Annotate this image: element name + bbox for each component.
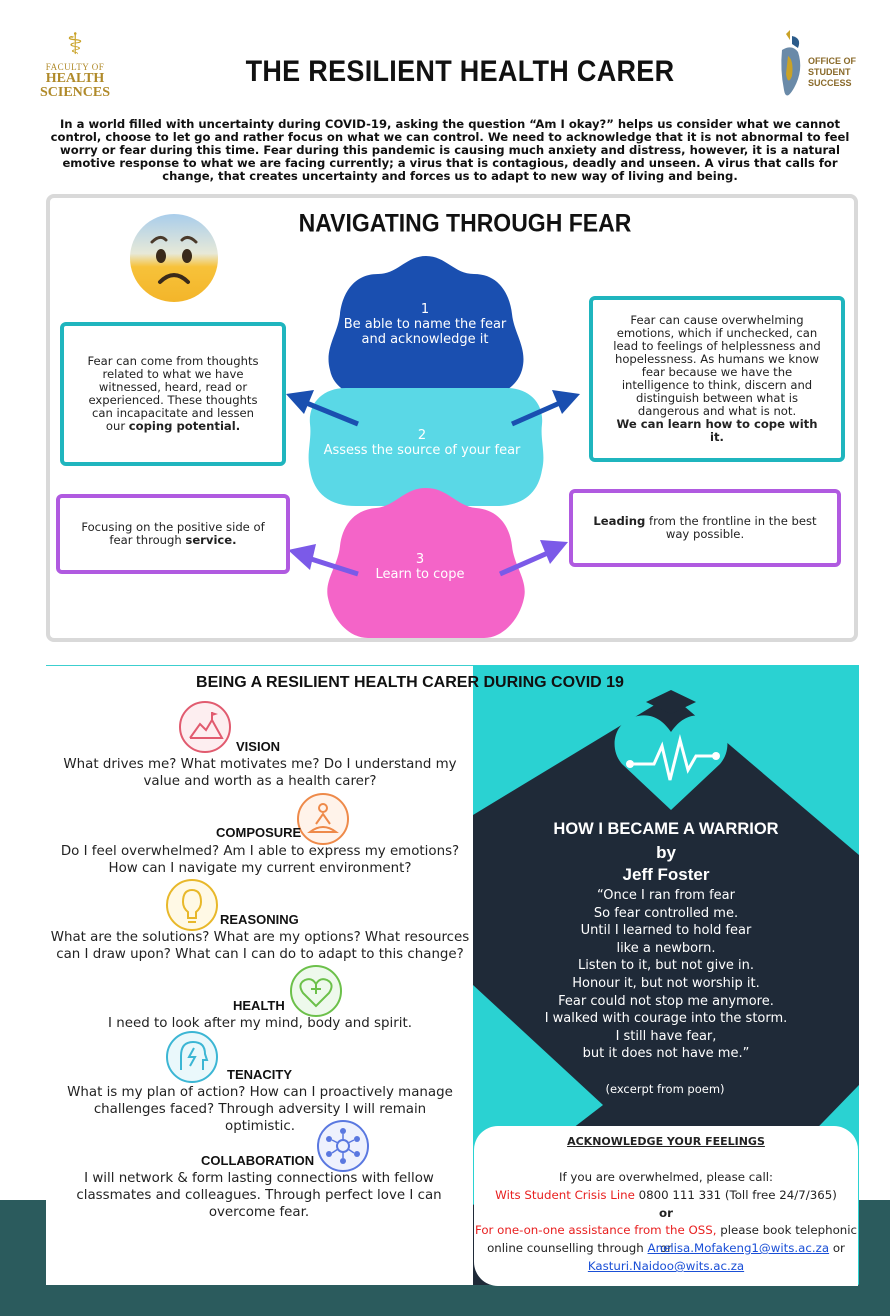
step-2-blob [308,388,544,506]
heart-pulse-badge-icon [614,690,728,810]
logo-left-line1: FACULTY OF [45,62,105,72]
service-text: Focusing on the positive side of fear th… [81,520,265,547]
fear-source-text: Fear can come from thoughts related to w… [87,354,259,433]
acknowledge-title: ACKNOWLEDGE YOUR FEELINGS [567,1135,765,1148]
reasoning-heading: REASONING [220,912,299,927]
step-1-text: 1 Be able to name the fear and acknowled… [330,302,520,347]
vision-heading: VISION [236,739,281,754]
logo-left-line2: HEALTH [45,71,105,86]
arrow-left-bottom-icon [288,544,359,577]
tenacity-text: What is my plan of action? How can I pro… [67,1085,453,1134]
arrow-right-bottom-icon [498,540,568,577]
step-3-number: 3 [415,552,425,567]
online-line: online counselling through Anelisa.Mofak… [474,1239,858,1257]
step-2-number: 2 [417,428,427,443]
crisis-label: Wits Student Crisis Line [495,1188,635,1202]
leading-bold: Leading [593,514,646,528]
step-2-text: 2 Assess the source of your fear [306,428,538,458]
online-text: online counselling through [487,1241,648,1255]
page-title: THE RESILIENT HEALTH CARER [245,54,675,88]
health-heading: HEALTH [233,998,285,1013]
meditation-icon [297,793,349,845]
resilient-column [46,665,474,1285]
fear-title: NAVIGATING THROUGH FEAR [298,208,632,237]
service-box: Focusing on the positive side of fear th… [56,494,290,574]
intro-paragraph: In a world filled with uncertainty durin… [50,117,850,183]
email-line: Kasturi.Naidoo@wits.ac.za [474,1257,858,1275]
logo-right-line1: OFFICE OF [808,56,856,66]
arrow-right-top-icon [510,390,580,427]
logo-right-line2: STUDENT SUCCESS [808,67,852,88]
composure-text: Do I feel overwhelmed? Am I able to expr… [60,844,460,876]
poem-line: Fear could not stop me anymore. [558,993,774,1009]
fear-emotions-bold: We can learn how to cope with it. [616,417,818,444]
anxious-face-icon [130,214,218,302]
email-link-kasturi[interactable]: Kasturi.Naidoo@wits.ac.za [587,1259,745,1273]
step-1-blob [328,256,524,398]
brain-bulb-icon [166,879,218,931]
fear-emotions-text: Fear can cause overwhelming emotions, wh… [613,313,821,418]
or-text: or [829,1241,845,1255]
service-bold: service. [185,533,237,547]
resilient-title: BEING A RESILIENT HEALTH CARER DURING CO… [196,674,624,691]
poem-line: but it does not have me.” [582,1046,750,1062]
step-3-label: Learn to cope [375,567,465,582]
warrior-by: by [656,843,676,862]
composure-heading: COMPOSURE [216,825,302,840]
poem-line: like a newborn. [616,940,716,956]
poem-line: “Once I ran from fear [597,888,735,903]
poem-excerpt: (excerpt from poem) [605,1082,725,1096]
leading-text: from the frontline in the best way possi… [645,514,817,541]
oss-figure-icon [781,30,801,96]
oss-label: For one-on-one assistance from the OSS, [474,1223,717,1237]
oss-text: please book telephonic or [659,1223,858,1255]
warrior-title: HOW I BECAME A WARRIOR [553,820,779,838]
step-3-blob [327,488,525,638]
fear-emotions-box: Fear can cause overwhelming emotions, wh… [589,296,845,462]
logo-left-line3: SCIENCES [39,85,111,100]
vision-text: What drives me? What motivates me? Do I … [63,757,457,789]
warrior-author: Jeff Foster [622,865,710,884]
fear-source-bold: coping potential. [128,419,241,433]
caduceus-icon: ⚕ [66,27,84,62]
network-icon [317,1120,369,1172]
fear-panel [46,194,858,642]
poem: “Once I ran from fear So fear controlled… [474,887,858,1063]
mountain-flag-icon [179,701,231,753]
oss-line: For one-on-one assistance from the OSS, … [474,1221,858,1257]
head-bolt-icon [166,1031,218,1083]
collaboration-heading: COLLABORATION [201,1153,315,1168]
crisis-line: Wits Student Crisis Line 0800 111 331 (T… [474,1186,858,1204]
reasoning-text: What are the solutions? What are my opti… [50,930,470,962]
fear-source-box: Fear can come from thoughts related to w… [60,322,286,466]
acknowledge-call: If you are overwhelmed, please call: [559,1170,773,1184]
step-2-label: Assess the source of your fear [323,443,521,458]
poem-line: So fear controlled me. [593,905,739,921]
poem-line: Honour it, but not worship it. [572,975,760,991]
tenacity-heading: TENACITY [227,1067,292,1082]
leading-box: Leading from the frontline in the best w… [569,489,841,567]
step-3-text: 3 Learn to cope [330,552,510,582]
poem-line: I walked with courage into the storm. [544,1011,788,1027]
poem-line: I still have fear, [615,1028,717,1044]
collaboration-text: I will network & form lasting connection… [76,1171,442,1220]
poem-line: Until I learned to hold fear [580,923,752,939]
poem-line: Listen to it, but not give in. [577,958,755,974]
acknowledge-or: or [659,1206,673,1220]
oss-logo: OFFICE OF STUDENT SUCCESS [778,30,870,110]
heart-health-icon [290,965,342,1017]
step-1-label: Be able to name the fear and acknowledge… [343,317,507,347]
step-1-number: 1 [420,302,430,317]
acknowledge-card [474,1126,858,1286]
crisis-number: 0800 111 331 (Toll free 24/7/365) [634,1188,837,1202]
health-text: I need to look after my mind, body and s… [108,1016,412,1031]
email-link-anelisa[interactable]: Anelisa.Mofakeng1@wits.ac.za [647,1241,830,1255]
arrow-left-top-icon [286,390,359,427]
faculty-logo: ⚕ FACULTY OF HEALTH SCIENCES [38,28,112,108]
